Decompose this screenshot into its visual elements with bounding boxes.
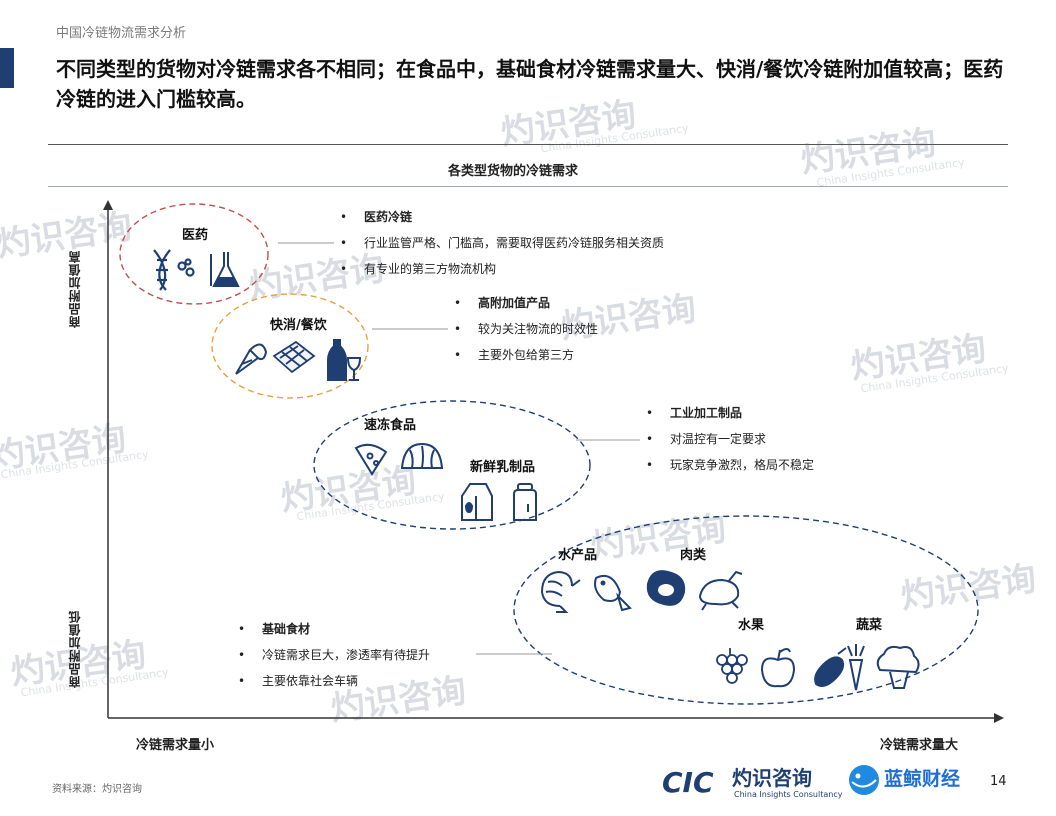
- list-item: • 玩家竞争激烈，格局不稳定: [646, 452, 814, 478]
- list-item-text: 冷链需求巨大，渗透率有待提升: [262, 648, 431, 662]
- milk-carton-icon: [461, 483, 493, 521]
- whale-logo-icon: [849, 765, 879, 795]
- cic-logo-cn: 灼识咨询: [732, 766, 812, 790]
- ice-cream-icon: [235, 343, 268, 375]
- steak-icon: [646, 570, 686, 606]
- fmcg-ellipse: [211, 293, 369, 399]
- carrot-icon: [847, 644, 865, 691]
- bullet-dot: •: [238, 674, 246, 688]
- bullet-dot: •: [454, 296, 462, 310]
- bullet-list-basic: • 基础食材 • 冷链需求巨大，渗透率有待提升 • 主要依靠社会车辆: [238, 616, 430, 694]
- wine-icon: [327, 339, 362, 381]
- list-item-text: 基础食材: [262, 622, 311, 636]
- x-axis-label-high: 冷链需求量大: [880, 738, 959, 753]
- cic-logo-en: China Insights Consultancy: [734, 790, 843, 799]
- group-label-fruit: 水果: [738, 618, 765, 633]
- list-item: • 主要依靠社会车辆: [238, 668, 430, 694]
- pizza-icon: [354, 443, 388, 476]
- list-item: • 对温控有一定要求: [646, 426, 814, 452]
- chicken-icon: [698, 570, 743, 611]
- bullet-list-fmcg: • 高附加值产品 • 较为关注物流的时效性 • 主要外包给第三方: [454, 290, 598, 368]
- basic-food-ellipse: [513, 515, 979, 705]
- y-axis-label-high: 商品附加值高: [68, 250, 82, 328]
- pharma-ellipse: [119, 203, 269, 305]
- partner-logo-text: 蓝鲸财经: [884, 768, 961, 790]
- list-item-text: 主要外包给第三方: [478, 348, 575, 362]
- eggplant-icon: [814, 647, 847, 687]
- page-headline: 不同类型的货物对冷链需求各不相同；在食品中，基础食材冷链需求量大、快消/餐饮冷链…: [56, 57, 1004, 111]
- list-item-text: 对温控有一定要求: [670, 432, 767, 446]
- list-item: • 较为关注物流的时效性: [454, 316, 598, 342]
- cic-logo-text: CIC: [662, 766, 714, 799]
- list-item: • 主要外包给第三方: [454, 342, 598, 368]
- grapes-icon: [716, 648, 748, 684]
- bullet-dot: •: [340, 210, 348, 224]
- fish-icon: [594, 574, 632, 612]
- list-item-text: 主要依靠社会车辆: [262, 674, 359, 688]
- list-item-text: 玩家竞争激烈，格局不稳定: [670, 458, 815, 472]
- group-label-aquatic: 水产品: [558, 548, 598, 563]
- cic-logo-icon: CIC: [662, 766, 714, 799]
- bullet-dot: •: [646, 458, 654, 472]
- bullet-dot: •: [340, 262, 348, 276]
- list-item: • 基础食材: [238, 616, 430, 642]
- page-number: 14: [990, 774, 1007, 789]
- list-item: • 高附加值产品: [454, 290, 598, 316]
- waffle-icon: [272, 340, 316, 374]
- y-axis-arrow: [103, 200, 113, 210]
- flask-icon: [210, 252, 240, 287]
- group-label-veg: 蔬菜: [856, 618, 883, 633]
- bullet-dot: •: [646, 432, 654, 446]
- group-label-fmcg: 快消/餐饮: [270, 318, 327, 333]
- list-item-text: 医药冷链: [364, 210, 413, 224]
- section-category: 中国冷链物流需求分析: [56, 26, 187, 41]
- dumpling-icon: [400, 442, 444, 469]
- bullet-dot: •: [454, 322, 462, 336]
- divider: [48, 144, 1008, 145]
- bullet-list-processed: • 工业加工制品 • 对温控有一定要求 • 玩家竞争激烈，格局不稳定: [646, 400, 814, 478]
- bullet-dot: •: [238, 622, 246, 636]
- list-item-text: 较为关注物流的时效性: [478, 322, 599, 336]
- divider: [48, 186, 1008, 187]
- group-label-frozen: 速冻食品: [364, 418, 417, 433]
- apple-icon: [760, 648, 796, 688]
- dna-icon: [153, 249, 195, 291]
- list-item: • 医药冷链: [340, 204, 664, 230]
- list-item-text: 有专业的第三方物流机构: [364, 262, 497, 276]
- list-item: • 冷链需求巨大，渗透率有待提升: [238, 642, 430, 668]
- group-label-meat: 肉类: [680, 548, 707, 563]
- y-axis-label-low: 商品附加值低: [68, 610, 82, 688]
- list-item-text: 高附加值产品: [478, 296, 551, 310]
- diagram-title: 各类型货物的冷链需求: [448, 164, 579, 179]
- yogurt-bottle-icon: [513, 483, 537, 521]
- list-item: • 工业加工制品: [646, 400, 814, 426]
- broccoli-icon: [876, 645, 920, 689]
- shrimp-icon: [540, 570, 581, 613]
- source-note: 资料来源：灼识咨询: [52, 784, 142, 795]
- processed-ellipse: [313, 400, 591, 530]
- list-item-text: 工业加工制品: [670, 406, 743, 420]
- x-axis-arrow: [994, 713, 1004, 723]
- group-label-dairy: 新鲜乳制品: [470, 460, 536, 475]
- accent-bar: [0, 48, 14, 88]
- list-item-text: 行业监管严格、门槛高，需要取得医药冷链服务相关资质: [364, 236, 665, 250]
- bullet-dot: •: [646, 406, 654, 420]
- bullet-dot: •: [340, 236, 348, 250]
- list-item: • 行业监管严格、门槛高，需要取得医药冷链服务相关资质: [340, 230, 664, 256]
- group-label-pharma: 医药: [182, 228, 209, 243]
- bullet-dot: •: [238, 648, 246, 662]
- list-item: • 有专业的第三方物流机构: [340, 256, 664, 282]
- x-axis-label-low: 冷链需求量小: [136, 738, 215, 753]
- bullet-list-pharma: • 医药冷链 • 行业监管严格、门槛高，需要取得医药冷链服务相关资质 • 有专业的第三…: [340, 204, 664, 282]
- bullet-dot: •: [454, 348, 462, 362]
